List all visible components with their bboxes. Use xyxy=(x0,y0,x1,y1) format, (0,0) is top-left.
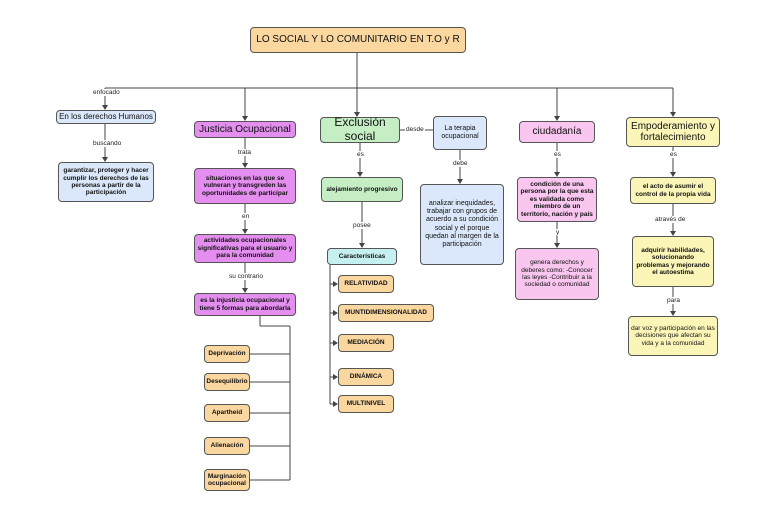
form-desequilibrio: Desequilibrio xyxy=(204,373,250,391)
node-actividades: actividades ocupacionales significativas… xyxy=(194,234,296,263)
link-enfocado: enfocado xyxy=(92,89,121,96)
feature-mediacion: MEDIACIÓN xyxy=(338,334,394,352)
link-su-contrario: su contrario xyxy=(228,273,264,280)
node-condicion: condición de una persona por la que esta… xyxy=(517,177,597,222)
node-ciudadania: ciudadanía xyxy=(519,121,595,143)
form-apartheid: Apartheid xyxy=(204,404,250,422)
link-es-exclusion: es xyxy=(356,151,365,158)
form-marginacion: Marginación ocupacional xyxy=(204,469,250,491)
link-desde: desde xyxy=(405,126,425,133)
node-analizar: analizar inequidades, trabajar con grupo… xyxy=(420,184,504,265)
feature-dinamica: DINÁMICA xyxy=(338,368,394,386)
node-exclusion-social: Exclusión social xyxy=(320,115,400,143)
node-situaciones: situaciones en las que se vulneran y tra… xyxy=(194,168,296,204)
node-caracteristicas: Características xyxy=(327,248,397,265)
node-acto-asumir: el acto de asumir el control de la propi… xyxy=(630,177,716,204)
node-empoderamiento: Empoderamiento y fortalecimiento xyxy=(626,117,720,147)
map-title: LO SOCIAL Y LO COMUNITARIO EN T.O y R xyxy=(250,27,466,53)
node-genera-derechos: genera derechos y deberes como: -Conocer… xyxy=(515,248,599,300)
link-es-ciudadania: es xyxy=(553,151,562,158)
node-adquirir-habilidades: adquirir habilidades, solucionando probl… xyxy=(632,236,714,287)
link-y: y xyxy=(555,229,561,236)
link-para: para xyxy=(666,297,682,304)
link-posee: posee xyxy=(352,222,372,229)
form-alienacion: Alienación xyxy=(204,437,250,455)
feature-multidimensionalidad: MUNTIDIMENSIONALIDAD xyxy=(338,304,434,322)
node-alejamiento: alejamiento progresivo xyxy=(321,177,403,202)
feature-relatividad: RELATIVIDAD xyxy=(338,275,394,293)
link-es-empoderamiento: es xyxy=(669,151,678,158)
link-debe: debe xyxy=(452,160,469,167)
node-injusticia: es la injusticia ocupacional y tiene 5 f… xyxy=(194,293,296,316)
node-terapia-ocupacional: La terapia ocupacional xyxy=(433,116,487,150)
link-trata: trata xyxy=(237,149,253,156)
link-buscando: buscando xyxy=(92,140,123,147)
node-derechos-humanos: En los derechos Humanos xyxy=(56,110,156,124)
link-en: en xyxy=(241,213,251,220)
node-justicia-ocupacional: Justicia Ocupacional xyxy=(194,121,296,138)
node-dar-voz: dar voz y participación en las decisione… xyxy=(628,316,718,356)
link-atraves-de: através de xyxy=(654,216,687,223)
feature-multinivel: MULTINIVEL xyxy=(338,395,394,413)
node-garantizar: garantizar, proteger y hacer cumplir los… xyxy=(58,162,154,202)
form-deprivacion: Deprivación xyxy=(204,345,250,363)
